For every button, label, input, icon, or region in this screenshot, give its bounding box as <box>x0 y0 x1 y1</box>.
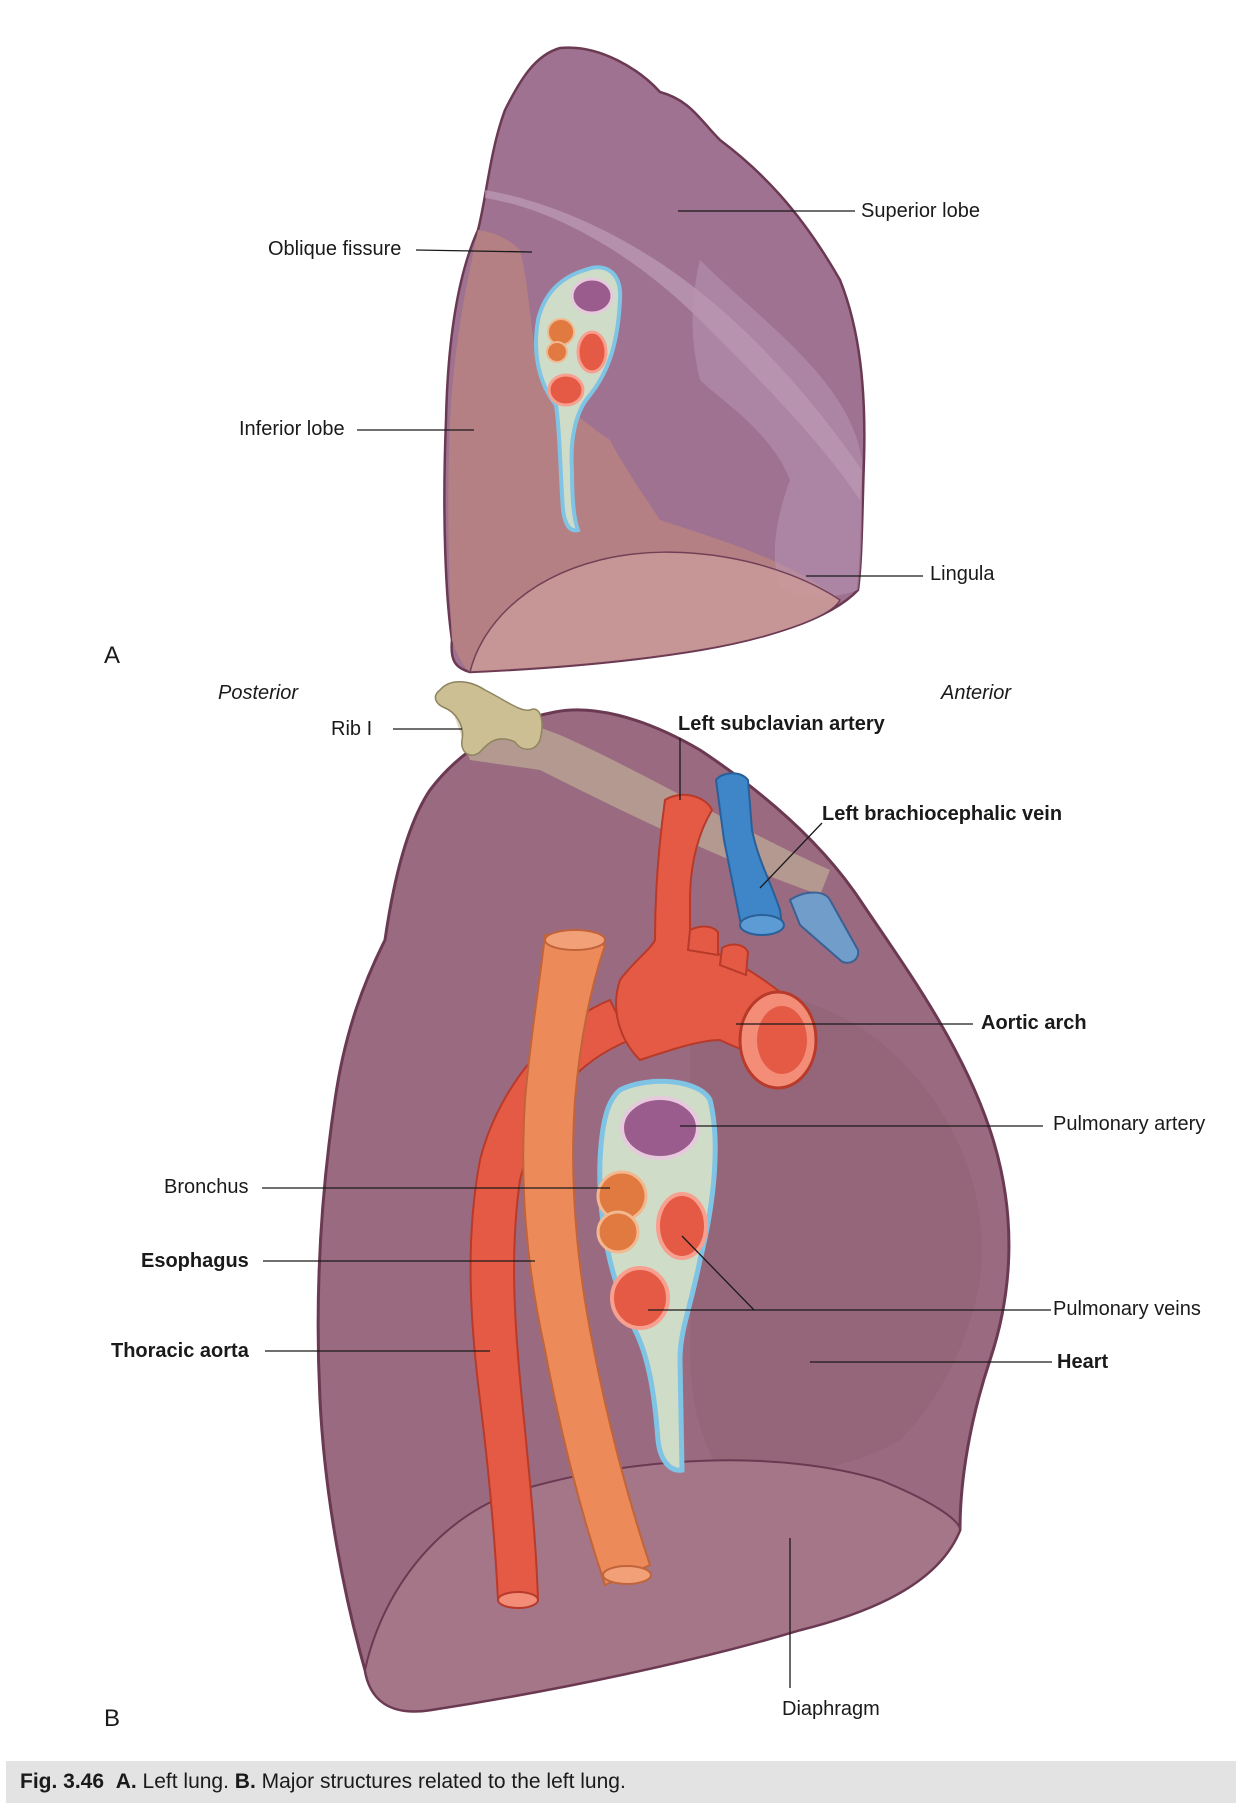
label-oblique-fissure: Oblique fissure <box>268 238 402 260</box>
label-thoracic-aorta: Thoracic aorta <box>111 1340 249 1362</box>
label-pulmonary-veins: Pulmonary veins <box>1053 1298 1201 1320</box>
left-brachiocephalic-vein <box>714 772 860 964</box>
label-diaphragm: Diaphragm <box>782 1698 880 1720</box>
label-left-brachiocephalic-vein: Left brachiocephalic vein <box>822 803 1063 825</box>
aortic-arch <box>615 793 818 1090</box>
caption-a-text: Left lung. <box>136 1770 235 1793</box>
esophagus <box>522 933 652 1587</box>
orientation-anterior: Anterior <box>941 682 1012 704</box>
panel-b-lung <box>316 681 1011 1713</box>
label-left-subclavian-artery: Left subclavian artery <box>678 713 885 735</box>
panel-label-b: B <box>104 1705 121 1732</box>
label-lingula: Lingula <box>930 563 995 585</box>
cardiac-impression-b <box>690 992 982 1474</box>
leader-left-brachiocephalic-vein <box>759 822 823 889</box>
lingula-region-a <box>692 260 862 597</box>
caption-bar: Fig. 3.46 A. Left lung. B. Major structu… <box>6 1761 1236 1803</box>
hilum-a <box>534 265 623 533</box>
label-pulmonary-artery: Pulmonary artery <box>1053 1113 1206 1135</box>
diaphragmatic-surface-a <box>469 551 841 673</box>
label-esophagus: Esophagus <box>141 1250 249 1272</box>
hilum-b <box>596 1078 718 1473</box>
label-inferior-lobe: Inferior lobe <box>239 418 345 440</box>
label-superior-lobe: Superior lobe <box>861 200 980 222</box>
figure-caption: Fig. 3.46 A. Left lung. B. Major structu… <box>20 1770 626 1794</box>
caption-b-tag: B. <box>234 1770 256 1793</box>
label-heart: Heart <box>1057 1351 1109 1373</box>
label-rib-i: Rib I <box>331 718 373 740</box>
orientation-posterior: Posterior <box>218 682 299 704</box>
caption-fig-number: Fig. 3.46 <box>20 1770 105 1793</box>
leader-lines <box>262 210 1052 1688</box>
caption-a-tag: A. <box>115 1770 137 1793</box>
label-aortic-arch: Aortic arch <box>981 1012 1087 1034</box>
label-bronchus: Bronchus <box>164 1176 249 1198</box>
caption-b-text: Major structures related to the left lun… <box>255 1770 626 1793</box>
panel-label-a: A <box>104 642 121 669</box>
panel-a-lung <box>443 46 866 674</box>
leader-oblique-fissure <box>415 249 533 253</box>
